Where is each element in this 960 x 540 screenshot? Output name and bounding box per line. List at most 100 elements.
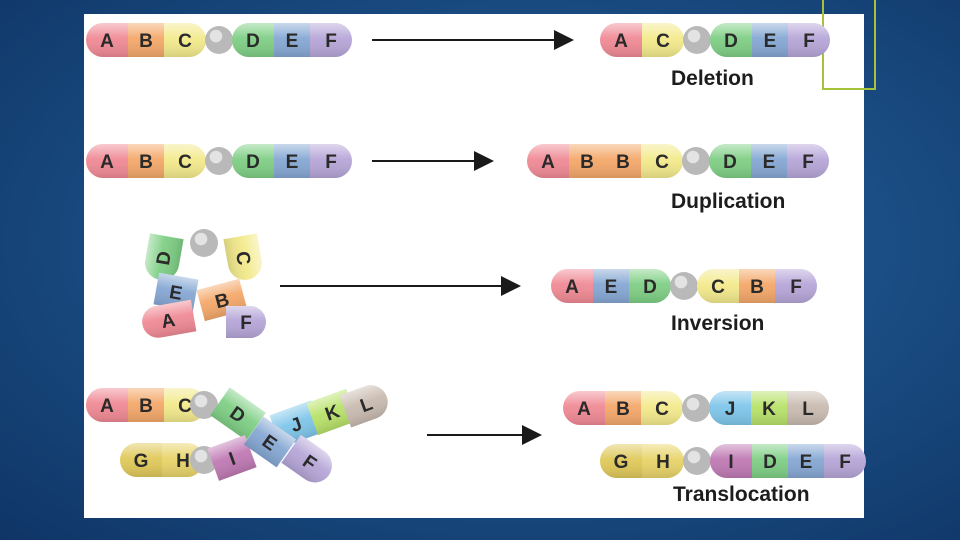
- translocation-after-bottom-letter-h: H: [656, 452, 670, 473]
- translocation-before-letter-c: C: [178, 396, 192, 417]
- duplication-after-letter-e: E: [763, 152, 776, 173]
- deletion-after-letter-a: A: [614, 31, 628, 52]
- deletion-before-letter-f: F: [325, 31, 337, 52]
- translocation-after-bottom-letter-i: I: [728, 452, 733, 473]
- duplication-after-letter-a: A: [541, 152, 555, 173]
- duplication-before-band-a: A: [86, 144, 128, 178]
- deletion-before-letter-c: C: [178, 31, 192, 52]
- label-inversion: Inversion: [671, 312, 764, 336]
- translocation-after-top-letter-c: C: [655, 399, 669, 420]
- deletion-before-band-c: C: [164, 23, 206, 57]
- translocation-before-letter-a: A: [100, 396, 114, 417]
- translocation-after-top-letter-l: L: [802, 399, 814, 420]
- translocation-before-band-a: A: [86, 388, 128, 422]
- deletion-before-band-b: B: [128, 23, 164, 57]
- deletion-after-band-f: F: [788, 23, 830, 57]
- inversion-after-band-c: C: [697, 269, 739, 303]
- deletion-before-band-e: E: [274, 23, 310, 57]
- translocation-after-top-letter-j: J: [725, 399, 736, 420]
- duplication-after-band-e: E: [751, 144, 787, 178]
- deletion-after-centromere: [683, 26, 711, 54]
- duplication-after-letter-f: F: [802, 152, 814, 173]
- deletion-after-band-d: D: [710, 23, 752, 57]
- duplication-before-band-d: D: [232, 144, 274, 178]
- duplication-before-centromere: [205, 147, 233, 175]
- translocation-after-bottom-band-d: D: [752, 444, 788, 478]
- inversion-after-letter-a: A: [565, 277, 579, 298]
- translocation-after-top-band-j: J: [709, 391, 751, 425]
- label-translocation: Translocation: [673, 483, 810, 507]
- inversion-after-centromere: [670, 272, 698, 300]
- translocation-after-top-band-b: B: [605, 391, 641, 425]
- duplication-after-band-a: A: [527, 144, 569, 178]
- deletion-before-letter-e: E: [286, 31, 299, 52]
- duplication-before-band-c: C: [164, 144, 206, 178]
- translocation-before-band-b: B: [128, 388, 164, 422]
- deletion-after-band-e: E: [752, 23, 788, 57]
- deletion-after-letter-e: E: [764, 31, 777, 52]
- translocation-after-bottom-band-e: E: [788, 444, 824, 478]
- inversion-after-letter-d: D: [643, 277, 657, 298]
- translocation-after-top-centromere: [682, 394, 710, 422]
- deletion-before-band-f: F: [310, 23, 352, 57]
- duplication-before-letter-d: D: [246, 152, 260, 173]
- duplication-after-band-c: C: [641, 144, 683, 178]
- deletion-before-letter-d: D: [246, 31, 260, 52]
- duplication-after-band-b: B: [605, 144, 641, 178]
- deletion-after-letter-c: C: [656, 31, 670, 52]
- translocation-after-top-letter-a: A: [577, 399, 591, 420]
- duplication-before-letter-c: C: [178, 152, 192, 173]
- duplication-before-band-f: F: [310, 144, 352, 178]
- duplication-after-letter-b: B: [616, 152, 630, 173]
- duplication-before-band-b: B: [128, 144, 164, 178]
- translocation-after-bottom-band-g: G: [600, 444, 642, 478]
- duplication-after-letter-c: C: [655, 152, 669, 173]
- inversion-after-letter-c: C: [711, 277, 725, 298]
- translocation-after-bottom-letter-d: D: [763, 452, 777, 473]
- inversion-after-band-f: F: [775, 269, 817, 303]
- inversion-after-band-a: A: [551, 269, 593, 303]
- translocation-after-top-band-k: K: [751, 391, 787, 425]
- deletion-before-band-d: D: [232, 23, 274, 57]
- deletion-after-letter-d: D: [724, 31, 738, 52]
- inversion-before-centromere: [190, 229, 218, 257]
- translocation-after-bottom-letter-f: F: [839, 452, 851, 473]
- duplication-after-centromere: [682, 147, 710, 175]
- inversion-before-band-a: A: [140, 300, 197, 341]
- inversion-before-letter-f: F: [240, 313, 252, 334]
- deletion-before-letter-b: B: [139, 31, 153, 52]
- label-duplication: Duplication: [671, 190, 785, 214]
- deletion-before-letter-a: A: [100, 31, 114, 52]
- translocation-before-letter-b: B: [139, 396, 153, 417]
- translocation-after-bottom-band-h: H: [642, 444, 684, 478]
- inversion-before-band-c: C: [223, 233, 264, 282]
- duplication-after-letter-b: B: [580, 152, 594, 173]
- duplication-before-letter-b: B: [139, 152, 153, 173]
- translocation-after-top-letter-k: K: [762, 399, 776, 420]
- deletion-before-centromere: [205, 26, 233, 54]
- duplication-before-letter-e: E: [286, 152, 299, 173]
- translocation-after-top-letter-b: B: [616, 399, 630, 420]
- deletion-after-band-c: C: [642, 23, 684, 57]
- inversion-before-band-f: F: [226, 306, 266, 338]
- duplication-after-band-d: D: [709, 144, 751, 178]
- deletion-before-band-a: A: [86, 23, 128, 57]
- inversion-after-band-e: E: [593, 269, 629, 303]
- translocation-after-top-band-a: A: [563, 391, 605, 425]
- inversion-after-band-b: B: [739, 269, 775, 303]
- inversion-after-letter-f: F: [790, 277, 802, 298]
- translocation-after-bottom-letter-e: E: [800, 452, 813, 473]
- label-deletion: Deletion: [671, 67, 754, 91]
- translocation-before-letter-h: H: [176, 451, 190, 472]
- translocation-before-band-g: G: [120, 443, 162, 477]
- duplication-before-letter-a: A: [100, 152, 114, 173]
- duplication-after-letter-d: D: [723, 152, 737, 173]
- deletion-after-letter-f: F: [803, 31, 815, 52]
- translocation-after-top-band-c: C: [641, 391, 683, 425]
- duplication-after-band-f: F: [787, 144, 829, 178]
- translocation-after-bottom-band-f: F: [824, 444, 866, 478]
- translocation-after-bottom-letter-g: G: [614, 452, 629, 473]
- duplication-before-band-e: E: [274, 144, 310, 178]
- duplication-before-letter-f: F: [325, 152, 337, 173]
